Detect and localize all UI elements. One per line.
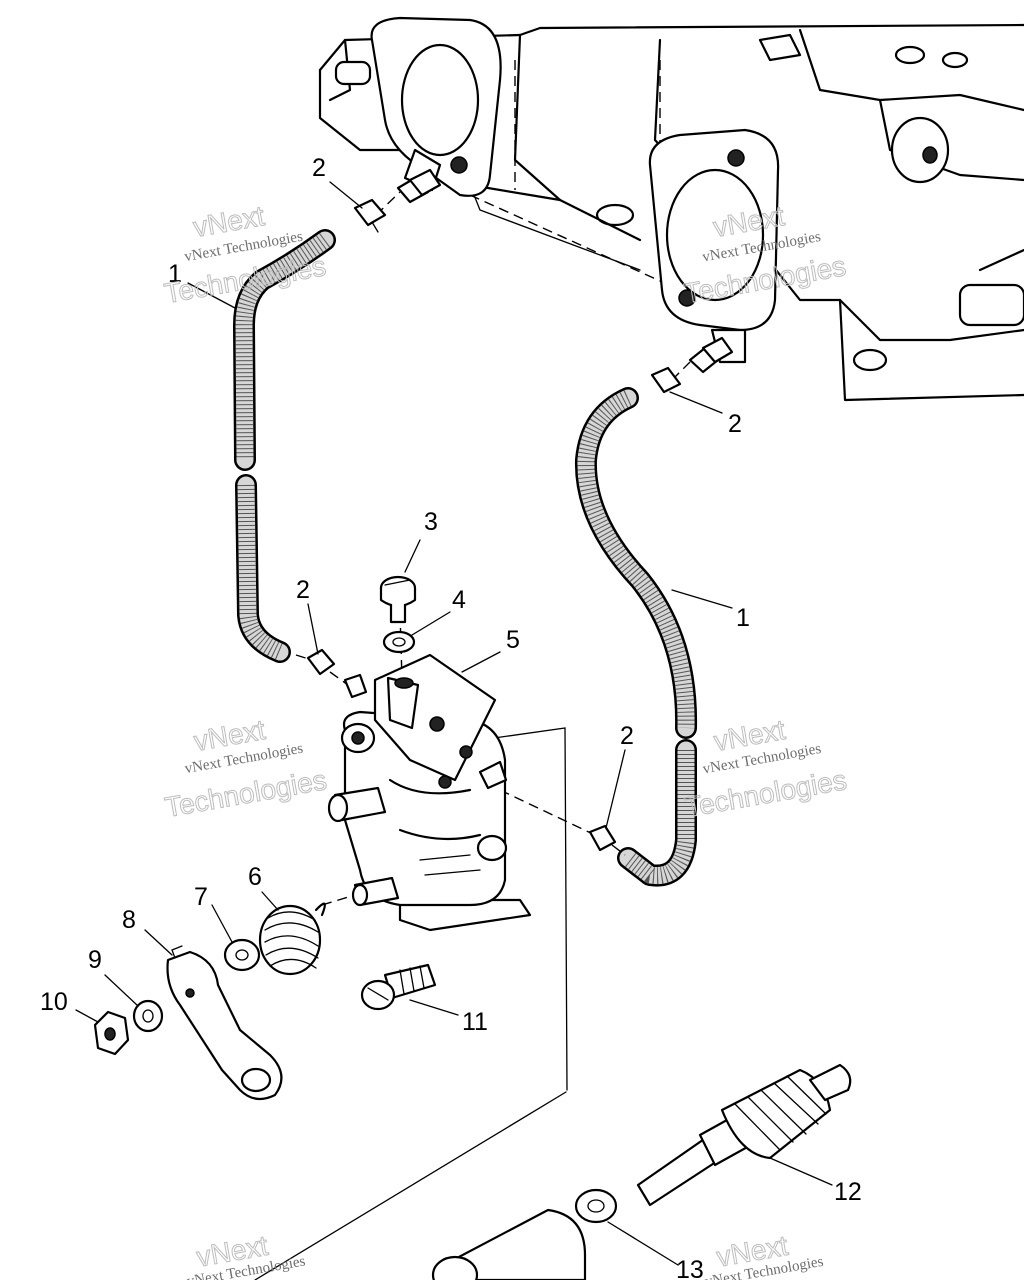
- lever-nut: [93, 1010, 130, 1056]
- watermark-bottom-right: vNext vNext Technologies: [704, 1229, 825, 1280]
- callout-9: 9: [88, 946, 102, 974]
- callout-2-mid-left: 2: [296, 576, 310, 604]
- hose-clamp-top-right: [650, 366, 682, 394]
- oil-hose-right: [574, 387, 698, 887]
- watermark-bottom-left: vNext vNext Technologies: [186, 1229, 307, 1280]
- callout-4: 4: [452, 586, 466, 614]
- hose-clamp-top-left: [353, 198, 387, 233]
- callout-13: 13: [676, 1256, 704, 1280]
- upper-right-nipple: [688, 336, 734, 374]
- callout-10: 10: [40, 988, 68, 1016]
- callout-2-top-left: 2: [312, 154, 326, 182]
- hose-clamp-mid-right: [588, 824, 617, 852]
- drive-gear-shaft: [636, 1063, 852, 1207]
- leader-lines: [75, 181, 833, 1266]
- mounting-bolt: [360, 963, 437, 1011]
- callout-8: 8: [122, 906, 136, 934]
- callout-5: 5: [506, 626, 520, 654]
- shaft-washer: [574, 1188, 618, 1224]
- return-spring: [258, 902, 326, 976]
- callout-2-top-right: 2: [728, 410, 742, 438]
- callout-7: 7: [194, 883, 208, 911]
- lever-washer: [223, 938, 261, 972]
- lock-washer: [132, 999, 164, 1033]
- callout-labels: 1 2 2 1 2 3 4 5 2 6 7 8 9 10 11 12 13: [40, 154, 862, 1280]
- callout-6: 6: [248, 863, 262, 891]
- pump-lever: [166, 945, 283, 1101]
- watermark-middle-right: vNext Technologies vNext Technologies: [682, 714, 849, 824]
- upper-left-nipple: [396, 168, 442, 204]
- callout-1-left: 1: [168, 260, 182, 288]
- shaft-bushing: [431, 1208, 587, 1280]
- callout-3: 3: [424, 508, 438, 536]
- banjo-bolt: [379, 575, 417, 624]
- sealing-washer: [382, 630, 416, 654]
- oil-pump: [327, 653, 568, 1091]
- callout-12: 12: [834, 1178, 862, 1206]
- hose-clamp-mid-left: [306, 648, 336, 676]
- callout-2-mid-right: 2: [620, 722, 634, 750]
- left-exhaust-flange: [370, 16, 502, 197]
- watermark-middle-left: vNext Technologies vNext Technologies: [162, 714, 329, 824]
- oil-hose-left: [233, 229, 336, 663]
- callout-11: 11: [462, 1008, 488, 1036]
- callout-1-right: 1: [736, 604, 750, 632]
